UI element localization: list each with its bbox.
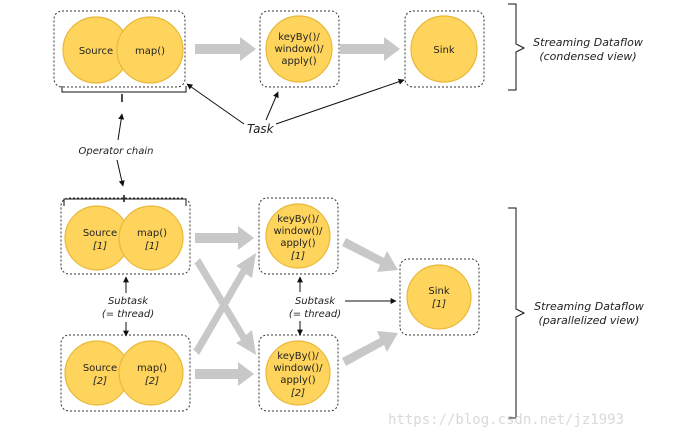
task-box-source-map	[53, 10, 186, 88]
keyby2-label-2: window()/	[273, 363, 323, 374]
flow-arrow-map1-to-keyby1	[195, 226, 254, 250]
condensed-brace	[508, 3, 526, 91]
keyby2-index: [2]	[291, 388, 305, 399]
task-box-sink-parallel	[399, 258, 480, 336]
keyby2-node	[265, 340, 331, 406]
keyby1-label-1: keyBy()/	[277, 214, 319, 225]
keyby-label-1: keyBy()/	[278, 32, 320, 43]
task-box-keyby-2	[258, 334, 339, 412]
flow-arrow-keyby-to-sink	[340, 37, 400, 61]
task-box-source-map-1	[60, 197, 191, 275]
flow-arrow-keyby1-to-sink	[342, 238, 398, 272]
flow-arrow-map2-to-keyby2	[195, 362, 254, 386]
keyby1-label-3: apply()	[280, 238, 315, 249]
flow-arrow-keyby2-to-sink	[342, 331, 398, 366]
task-arrow-to-source-box	[186, 83, 245, 125]
subtask-left-label-1: Subtask	[108, 296, 149, 307]
subtask-mid-label-1: Subtask	[295, 296, 336, 307]
keyby-node	[265, 15, 333, 83]
keyby1-index: [1]	[291, 251, 305, 262]
map1-index: [1]	[145, 241, 159, 252]
map2-index: [2]	[145, 376, 159, 387]
flow-arrow-map2-to-keyby1	[192, 253, 256, 355]
flow-arrow-map-to-keyby	[195, 37, 256, 61]
map2-node	[118, 340, 184, 406]
keyby-label-3: apply()	[281, 56, 316, 67]
operator-chain-bracket-top	[61, 86, 187, 93]
task-arrow-to-keyby-box	[265, 91, 279, 121]
operator-chain-label: Operator chain	[78, 146, 153, 157]
task-box-keyby-1	[258, 197, 339, 275]
operator-chain-arrow-down	[116, 159, 125, 187]
keyby1-label-2: window()/	[273, 226, 323, 237]
map2-label: map()	[137, 363, 167, 374]
subtask-left-label-2: (= thread)	[102, 309, 154, 320]
keyby1-node	[265, 203, 331, 269]
map1-label: map()	[137, 228, 167, 239]
task-box-keyby	[259, 10, 340, 88]
map1-node	[118, 205, 184, 271]
task-box-sink	[404, 10, 485, 88]
parallel-brace	[508, 207, 526, 419]
parallel-label-1: Streaming Dataflow	[534, 300, 644, 313]
task-arrow-to-sink-box	[275, 78, 405, 125]
condensed-label-1: Streaming Dataflow	[533, 36, 643, 49]
operator-chain-bracket-bottom	[63, 198, 187, 206]
sink-label: Sink	[433, 45, 454, 56]
source1-label: Source	[83, 228, 117, 239]
source2-index: [2]	[93, 376, 107, 387]
keyby2-label-1: keyBy()/	[277, 351, 319, 362]
map-label: map()	[135, 46, 165, 57]
watermark: https://blog.csdn.net/jz1993	[388, 412, 624, 428]
sink-parallel-index: [1]	[432, 299, 446, 310]
parallel-label-2: (parallelized view)	[539, 314, 640, 327]
operator-chain-arrow-up	[117, 113, 125, 141]
subtask-mid-label-2: (= thread)	[289, 309, 341, 320]
map-node	[116, 16, 184, 84]
task-label: Task	[247, 122, 275, 136]
sink-parallel-node	[406, 264, 472, 330]
keyby-label-2: window()/	[274, 44, 324, 55]
sink-node	[410, 15, 478, 83]
source1-index: [1]	[93, 241, 107, 252]
source2-label: Source	[83, 363, 117, 374]
keyby2-label-3: apply()	[280, 375, 315, 386]
sink-parallel-label: Sink	[428, 286, 449, 297]
source-label: Source	[79, 46, 113, 57]
condensed-label-2: (condensed view)	[539, 50, 636, 63]
